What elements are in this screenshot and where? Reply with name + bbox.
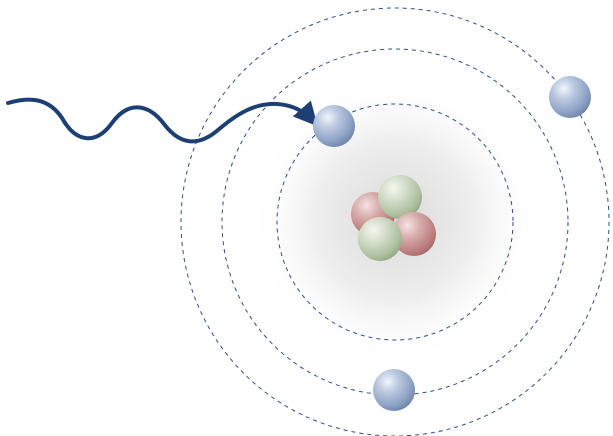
background-glow xyxy=(250,75,540,365)
electron-inner xyxy=(313,105,355,147)
neutron-bottom xyxy=(358,217,402,261)
photon-wave xyxy=(8,100,313,142)
electron-middle xyxy=(373,369,415,411)
electron-outer xyxy=(549,76,591,118)
